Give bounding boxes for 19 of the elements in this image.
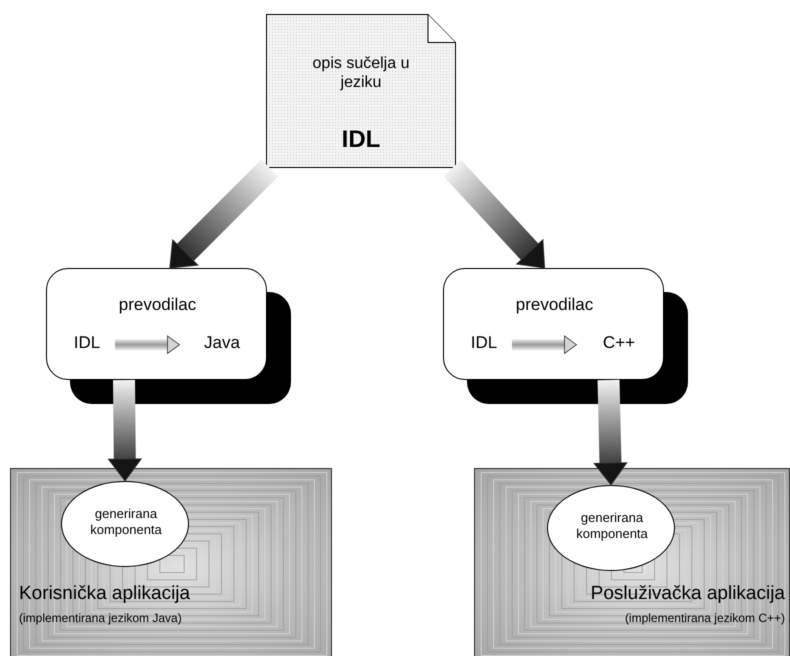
block-arrow xyxy=(169,160,278,268)
block-arrow xyxy=(443,160,546,268)
block-arrow xyxy=(594,380,628,486)
application-title: Korisnička aplikacija xyxy=(19,583,192,606)
node-label: Java xyxy=(203,333,241,354)
node-label: prevodilac xyxy=(514,295,594,316)
node-label: IDL xyxy=(470,333,498,354)
application-note: (implementirana jezikom C++) xyxy=(624,611,785,626)
small-arrow xyxy=(115,336,180,354)
node-label: generirana komponenta xyxy=(89,506,163,538)
component-ellipse xyxy=(61,481,189,567)
application-note: (implementirana jezikom Java) xyxy=(19,611,183,626)
node-label: prevodilac xyxy=(118,295,198,316)
node-label: C++ xyxy=(602,333,636,354)
block-arrow xyxy=(108,380,142,482)
application-title: Posluživačka aplikacija xyxy=(590,583,785,606)
node-label: IDL xyxy=(72,333,102,354)
node-label: generirana komponenta xyxy=(575,510,649,542)
small-arrow xyxy=(512,336,577,354)
